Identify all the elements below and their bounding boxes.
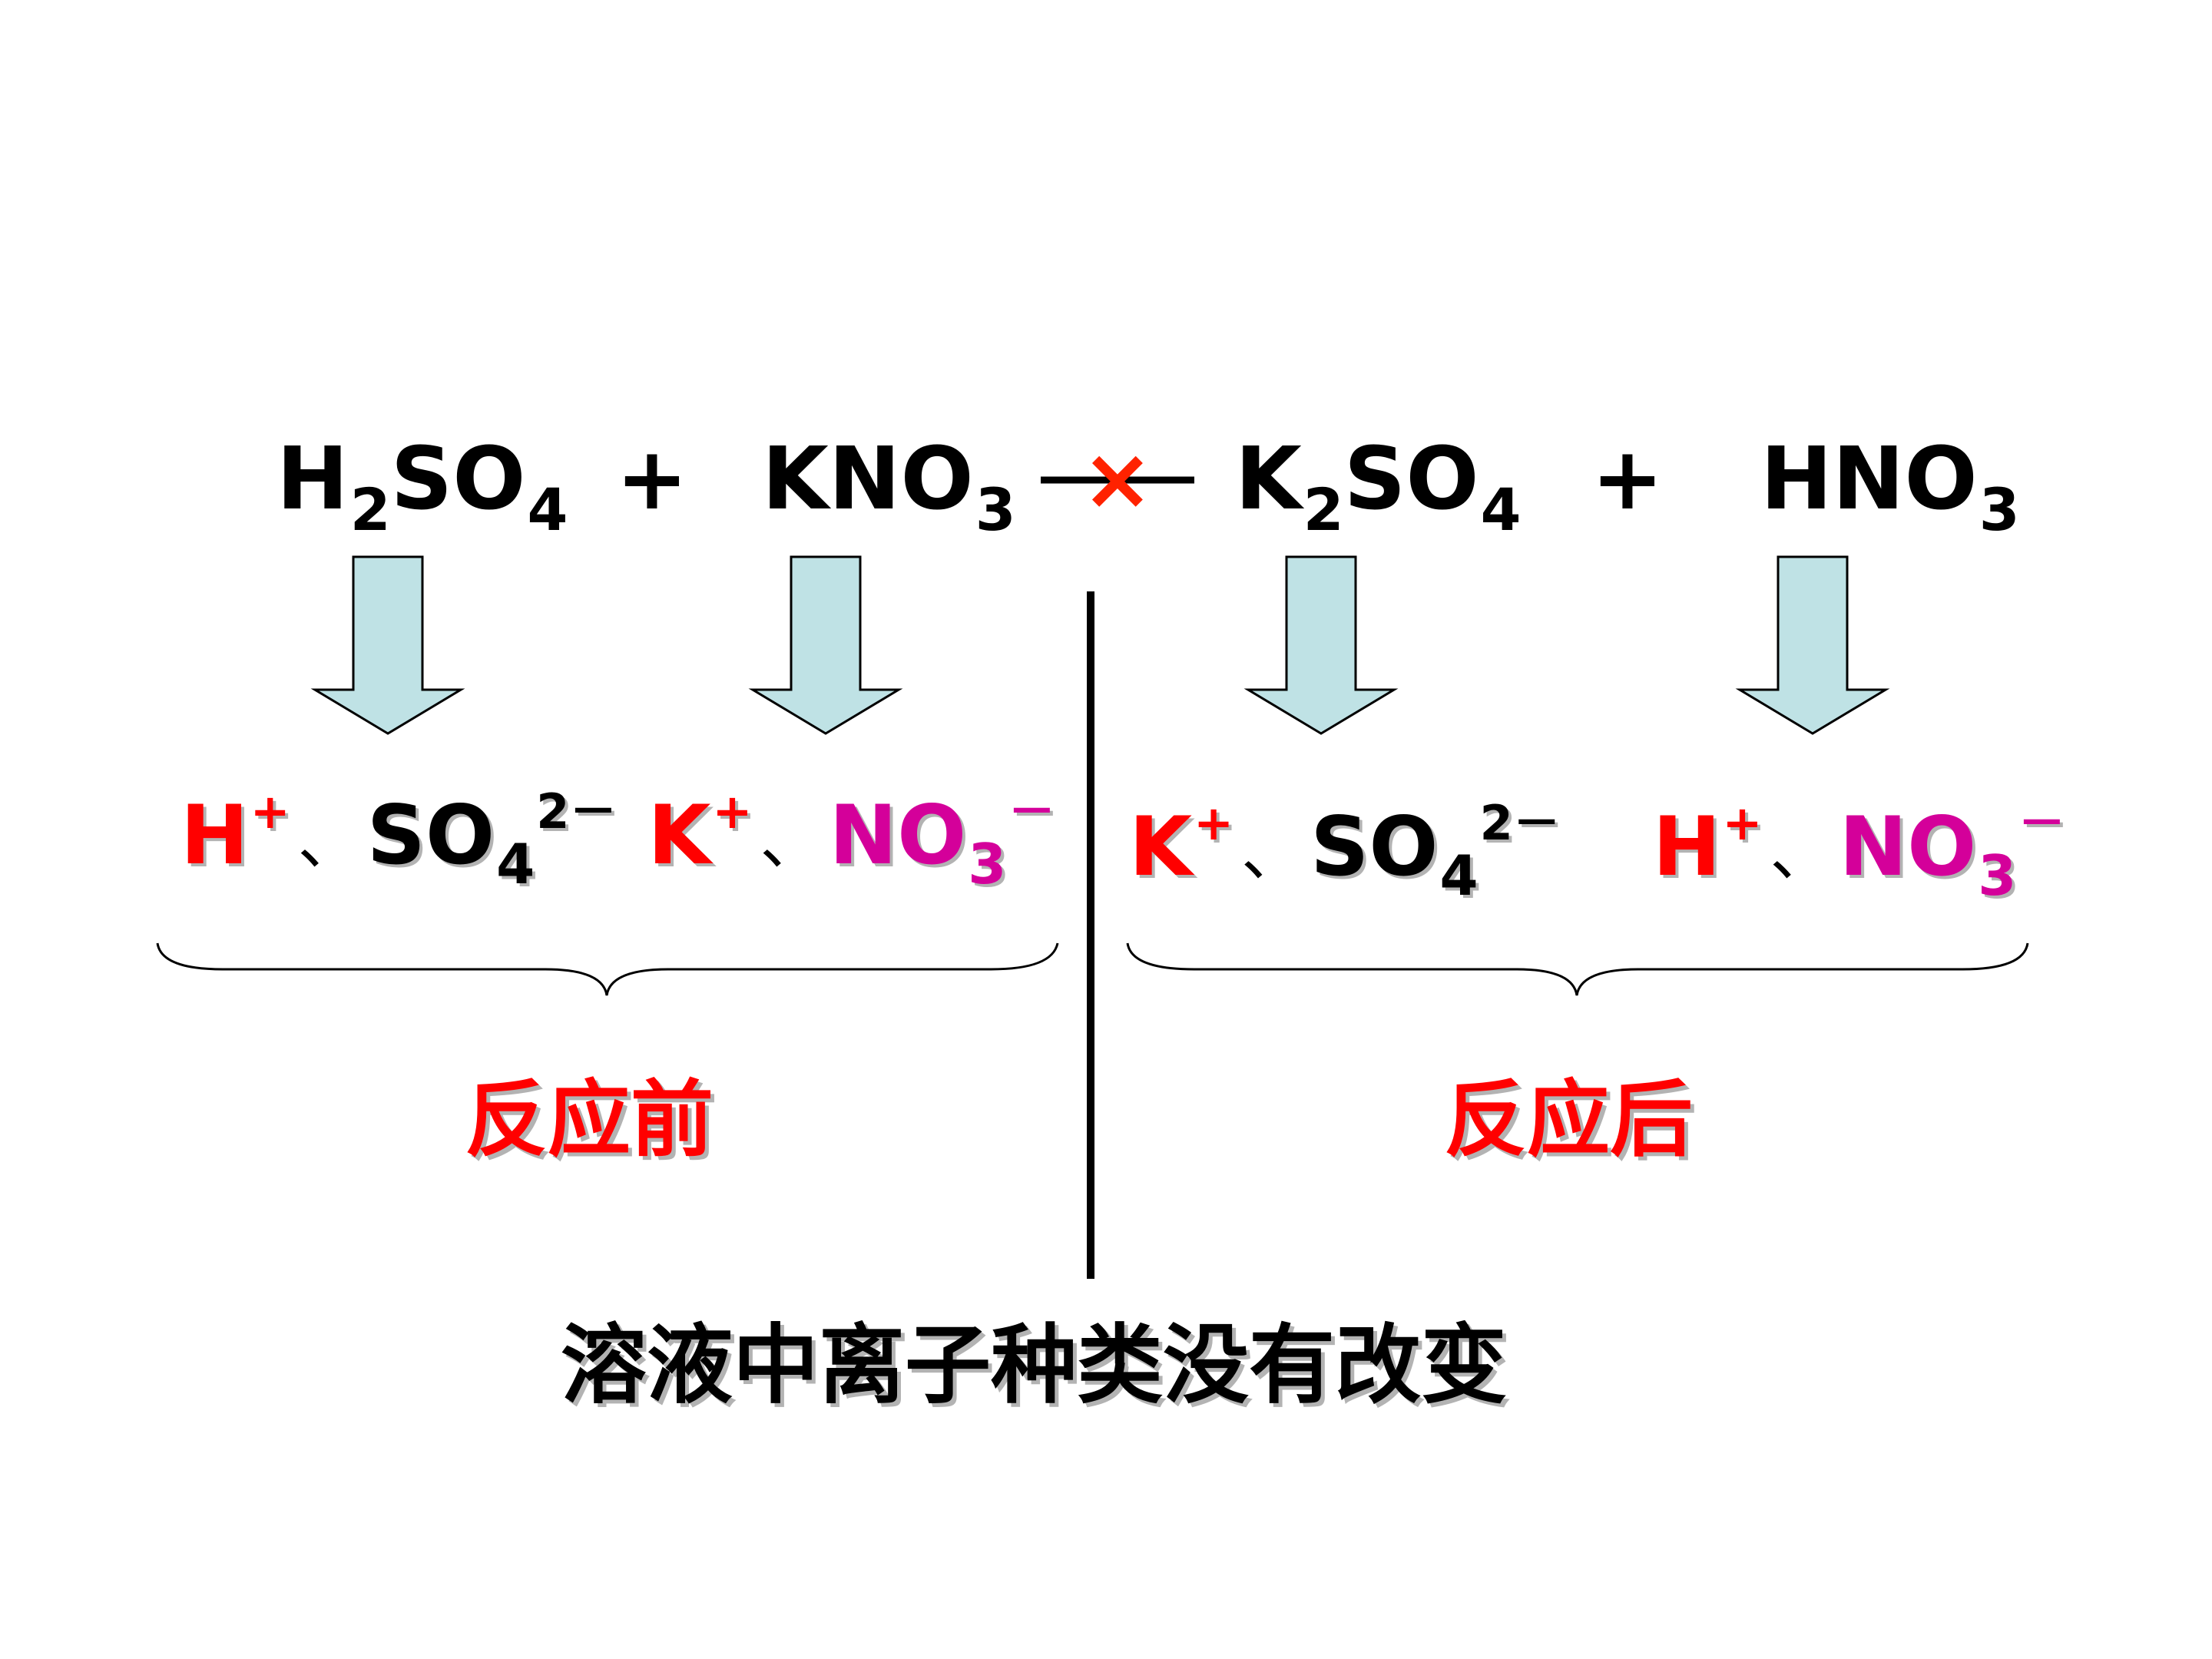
arrow-down-icon <box>748 555 903 735</box>
label-after-reaction: 反应后 <box>1444 1072 1694 1168</box>
conclusion-text: 溶液中离子种类没有改变 <box>561 1316 1507 1416</box>
ion-k: K+ <box>1129 795 1234 894</box>
ion-no3: NO3－ <box>1839 795 2066 908</box>
arrow-down-icon <box>1735 555 1890 735</box>
reactant-h2so4: H2SO4 <box>276 429 568 544</box>
ion-h: H+ <box>1652 795 1763 894</box>
reactant-kno3: KNO3 <box>762 429 1016 544</box>
ion-h: H+ <box>180 783 290 882</box>
right-brace <box>1126 942 2029 996</box>
ions-after: K+、SO42－H+、NO3－ <box>1129 795 2066 908</box>
ion-so4: SO42－ <box>1310 795 1561 908</box>
no-reaction-cross-icon: × <box>1081 429 1154 529</box>
product-k2so4: K2SO4 <box>1235 429 1522 544</box>
ion-no3: NO3－ <box>829 783 1056 896</box>
ion-k: K+ <box>647 783 753 882</box>
arrow-down-icon <box>310 555 465 735</box>
ions-before: H+、SO42－K+、NO3－ <box>180 783 1056 896</box>
plus-sign: + <box>1591 429 1664 529</box>
arrow-down-icon <box>1243 555 1399 735</box>
plus-sign: + <box>616 429 688 529</box>
left-brace <box>156 942 1059 996</box>
product-hno3: HNO3 <box>1760 429 2020 544</box>
label-before-reaction: 反应前 <box>465 1072 714 1168</box>
ion-so4: SO42－ <box>366 783 618 896</box>
